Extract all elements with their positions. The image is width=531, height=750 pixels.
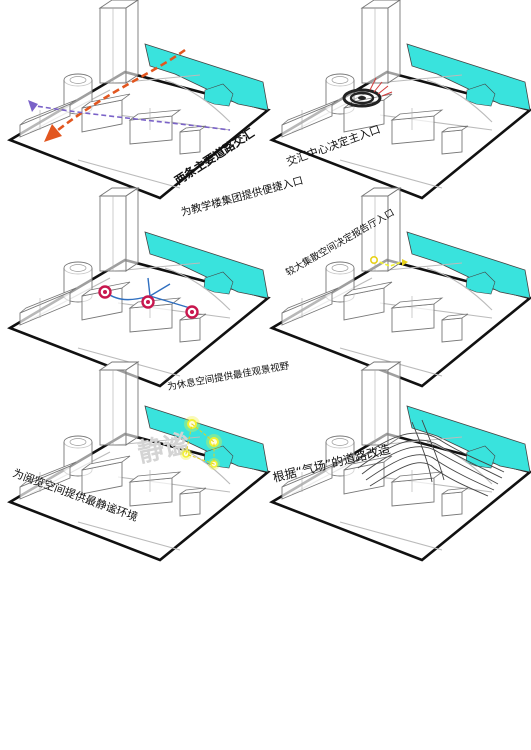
arrow-icon: [44, 124, 62, 142]
arrow-icon: [57, 48, 186, 132]
arrow-icon: [28, 100, 38, 112]
arrow-icon: [373, 259, 403, 267]
path-network: [104, 277, 191, 309]
panel-caption: 为教学楼集团提供便捷入口: [179, 174, 304, 219]
panel-hall-entrance: 较大集散空间决定报告厅入口: [270, 186, 531, 388]
panel-main-entrance: 交汇中心决定主入口: [270, 0, 531, 200]
arrow-icon: [369, 77, 393, 97]
panel-qi-road: 根据“气场”的道路改造: [270, 360, 531, 562]
panel-teaching-entrance: 为教学楼集团提供便捷入口: [8, 174, 304, 388]
target-icon: [342, 88, 382, 108]
flow-lines: [353, 419, 505, 497]
panel-road-intersection: 两条主要道路交汇: [8, 0, 270, 200]
glow-dot-icon: [370, 255, 379, 264]
panel-quiet-space: 静谧 为休息空间提供最佳观景视野 为阅览空间提供最静谧环境: [8, 360, 291, 562]
